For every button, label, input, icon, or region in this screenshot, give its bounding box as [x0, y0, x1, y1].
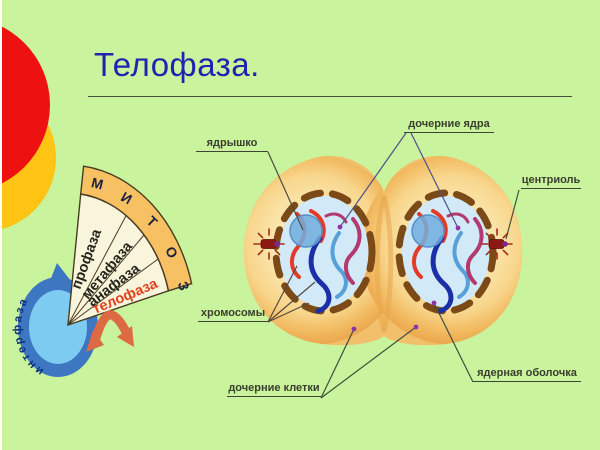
nucleolus-line: [267, 151, 304, 231]
label-centriole: центриоль: [521, 174, 581, 189]
mitosis-fan: профаза метафаза анафаза телофаза М И Т …: [67, 165, 193, 327]
cleavage-furrow: [374, 195, 387, 333]
interphase-circle-arrow: интерфаза: [12, 263, 98, 377]
mitosis-band: [79, 165, 193, 292]
pointer-lines: [267, 132, 520, 399]
nuclear-envelope-line: [433, 302, 474, 383]
pointer-dots: [337, 224, 461, 332]
nuclear-envelope-right: [395, 189, 497, 315]
centriole-line: [505, 189, 520, 240]
label-daughter-cells: дочерние клетки: [227, 382, 321, 397]
left-daughter-nucleus: [272, 189, 376, 315]
cell-diagram: [244, 155, 522, 346]
label-nucleolus: ядрышко: [196, 137, 268, 152]
daughter-nuclei-lines: [339, 132, 459, 229]
chromosomes-lines: [267, 265, 316, 323]
label-nuclear-envelope: ядерная оболочка: [473, 367, 581, 382]
daughter-cells-lines: [320, 326, 417, 399]
label-chromosomes: хромосомы: [198, 307, 268, 322]
title-underline: [88, 96, 572, 97]
label-daughter-nuclei: дочерние ядра: [404, 118, 494, 133]
slide-title: Телофаза.: [94, 46, 260, 83]
svg-text:М: М: [90, 174, 105, 192]
left-edge-strip: [0, 0, 2, 450]
phase-wheel: интерфаза профаза метафаза анафаза телоф…: [12, 165, 193, 377]
circle-arrowhead: [48, 263, 71, 286]
centriole-left: [253, 228, 285, 260]
telophase-pointer-arrow: [86, 310, 134, 352]
fan-dividers: [67, 215, 159, 326]
right-daughter-nucleus: [395, 189, 497, 315]
